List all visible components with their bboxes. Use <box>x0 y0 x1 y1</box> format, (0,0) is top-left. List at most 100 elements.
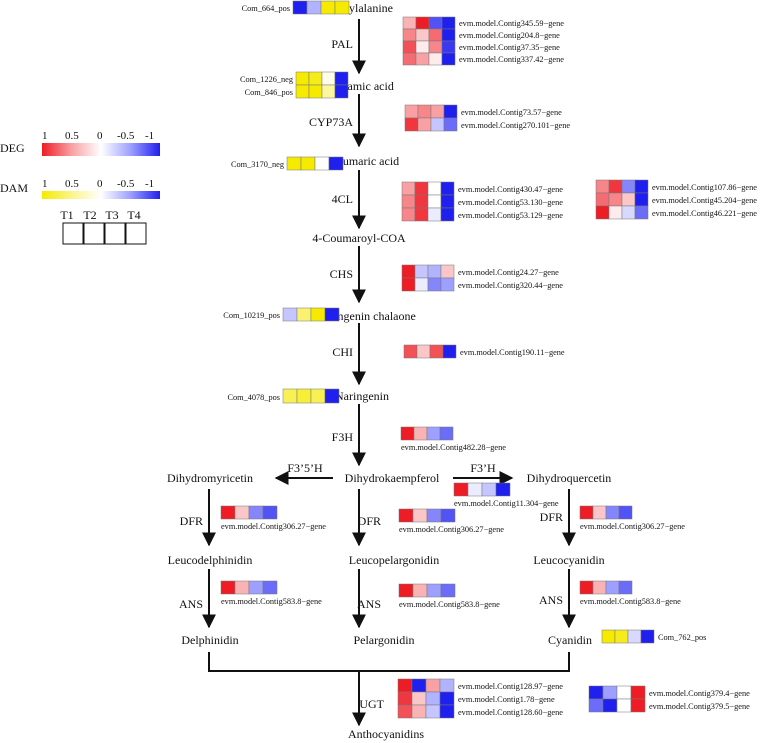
heatmap-cell <box>427 277 442 292</box>
heatmap-cell <box>328 156 344 171</box>
heatmap-dam-762: Com_762_pos <box>601 629 706 644</box>
heatmap-cell <box>621 179 636 194</box>
heatmap-cell <box>220 580 236 595</box>
deg-tick-1: 1 <box>42 130 48 142</box>
heatmap-cell <box>634 179 649 194</box>
dam-tick-2: 0.5 <box>65 178 79 190</box>
heatmap-cell <box>439 691 455 706</box>
heatmap-row-label: evm.model.Contig583.8−gene <box>221 597 322 606</box>
heatmap-cell <box>605 505 620 520</box>
heatmap-cell <box>411 704 427 719</box>
compound-cyanidin: Cyanidin <box>548 633 592 647</box>
heatmap-row-label: evm.model.Contig379.4−gene <box>649 689 750 698</box>
heatmap-cell <box>630 685 646 700</box>
heatmap-row-label: evm.model.Contig482.28−gene <box>401 443 506 452</box>
heatmap-cell <box>427 194 442 209</box>
heatmap-row-label: Com_10219_pos <box>223 311 280 320</box>
heatmap-cell <box>441 28 456 42</box>
heatmap-cell <box>403 344 418 359</box>
compound-leucodelphinidin: Leucodelphinidin <box>168 553 253 567</box>
heatmap-row-label: Com_1226_neg <box>240 75 293 84</box>
heatmap-cell <box>608 179 623 194</box>
heatmap-row-label: evm.model.Contig430.47−gene <box>458 185 563 194</box>
heatmap-cell <box>428 52 443 66</box>
heatmap-pal: evm.model.Contig345.59−geneevm.model.Con… <box>402 16 564 66</box>
dam-tick-1: 1 <box>42 178 48 190</box>
heatmap-cell <box>630 698 646 713</box>
heatmap-cell <box>334 0 350 15</box>
heatmap-ans-left: evm.model.Contig583.8−gene <box>220 580 322 606</box>
heatmap-cell <box>467 482 483 497</box>
heatmap-cell <box>401 264 416 279</box>
heatmap-cell <box>592 580 607 595</box>
heatmap-row-label: evm.model.Contig306.27−gene <box>221 522 326 531</box>
heatmap-cell <box>398 508 414 523</box>
heatmap-cell <box>324 307 340 322</box>
heatmap-cell <box>441 52 456 66</box>
heatmap-row-label: evm.model.Contig583.8−gene <box>399 600 500 609</box>
heatmap-cell <box>441 40 456 54</box>
heatmap-4cl-b: evm.model.Contig107.86−geneevm.model.Con… <box>595 179 757 220</box>
enzyme-pal: PAL <box>331 37 353 51</box>
heatmap-cell <box>402 40 417 54</box>
heatmap-cell <box>397 691 413 706</box>
heatmap-cell <box>443 117 458 132</box>
heatmap-cell <box>334 84 349 99</box>
heatmap-cell <box>440 508 456 523</box>
column-t1: T1 <box>60 208 73 222</box>
heatmap-cell <box>415 52 430 66</box>
heatmap-cell <box>440 181 455 196</box>
heatmap-cell <box>234 580 250 595</box>
heatmap-row-label: evm.model.Contig306.27−gene <box>580 522 685 531</box>
heatmap-cell <box>295 84 310 99</box>
heatmap-cell <box>295 71 310 86</box>
heatmap-dfr-right: evm.model.Contig306.27−gene <box>579 505 685 531</box>
heatmap-cell <box>296 388 312 404</box>
heatmap-dam-10219: Com_10219_pos <box>223 307 340 322</box>
legend: DEG 1 0.5 0 -0.5 -1 DAM 1 0.5 0 -0.5 -1 … <box>0 130 160 245</box>
dam-tick-5: -1 <box>145 178 154 190</box>
heatmap-cell <box>592 505 607 520</box>
heatmap-cell <box>416 344 431 359</box>
column-t2: T2 <box>83 208 96 222</box>
heatmap-row-label: Com_762_pos <box>658 633 706 642</box>
heatmap-cell <box>234 505 250 520</box>
heatmap-cell <box>425 691 441 706</box>
heatmap-cell <box>404 104 419 119</box>
heatmap-dfr-left: evm.model.Contig306.27−gene <box>220 505 326 531</box>
heatmap-dam-3170: Com_3170_neg <box>231 156 344 171</box>
heatmap-cell <box>427 181 442 196</box>
heatmap-ugt-a: evm.model.Contig128.97−geneevm.model.Con… <box>397 678 563 719</box>
heatmap-cell <box>414 207 429 222</box>
compound-pelargonidin: Pelargonidin <box>353 633 414 647</box>
heatmap-cell <box>320 0 336 15</box>
heatmap-row-label: evm.model.Contig46.221−gene <box>652 209 757 218</box>
heatmap-row-label: evm.model.Contig337.42−gene <box>459 55 564 64</box>
pathway-arrows <box>202 19 576 727</box>
heatmap-chi: evm.model.Contig190.11−gene <box>403 344 565 359</box>
heatmap-cell <box>621 192 636 207</box>
heatmap-cell <box>608 205 623 220</box>
enzyme-chs: CHS <box>330 267 353 281</box>
heatmap-cell <box>429 344 444 359</box>
heatmap-row-label: evm.model.Contig306.27−gene <box>399 525 504 534</box>
deg-label: DEG <box>0 141 25 155</box>
heatmap-ans-right: evm.model.Contig583.8−gene <box>579 580 681 606</box>
heatmap-cell <box>300 156 316 171</box>
heatmap-cell <box>618 505 633 520</box>
heatmap-cell <box>404 117 419 132</box>
heatmap-cell <box>415 16 430 30</box>
heatmap-row-label: evm.model.Contig320.44−gene <box>458 281 563 290</box>
heatmap-cell <box>248 505 264 520</box>
compound-dihydrokaempferol: Dihydrokaempferol <box>345 471 440 485</box>
heatmap-cell <box>397 704 413 719</box>
heatmap-cell <box>614 629 629 644</box>
heatmap-cell <box>412 508 428 523</box>
heatmap-cell <box>401 207 416 222</box>
deg-tick-2: 0.5 <box>65 130 79 142</box>
heatmap-cell <box>292 0 308 15</box>
heatmap-cell <box>308 71 323 86</box>
heatmap-row-label: Com_4078_pos <box>227 393 280 402</box>
heatmap-cell <box>427 264 442 279</box>
